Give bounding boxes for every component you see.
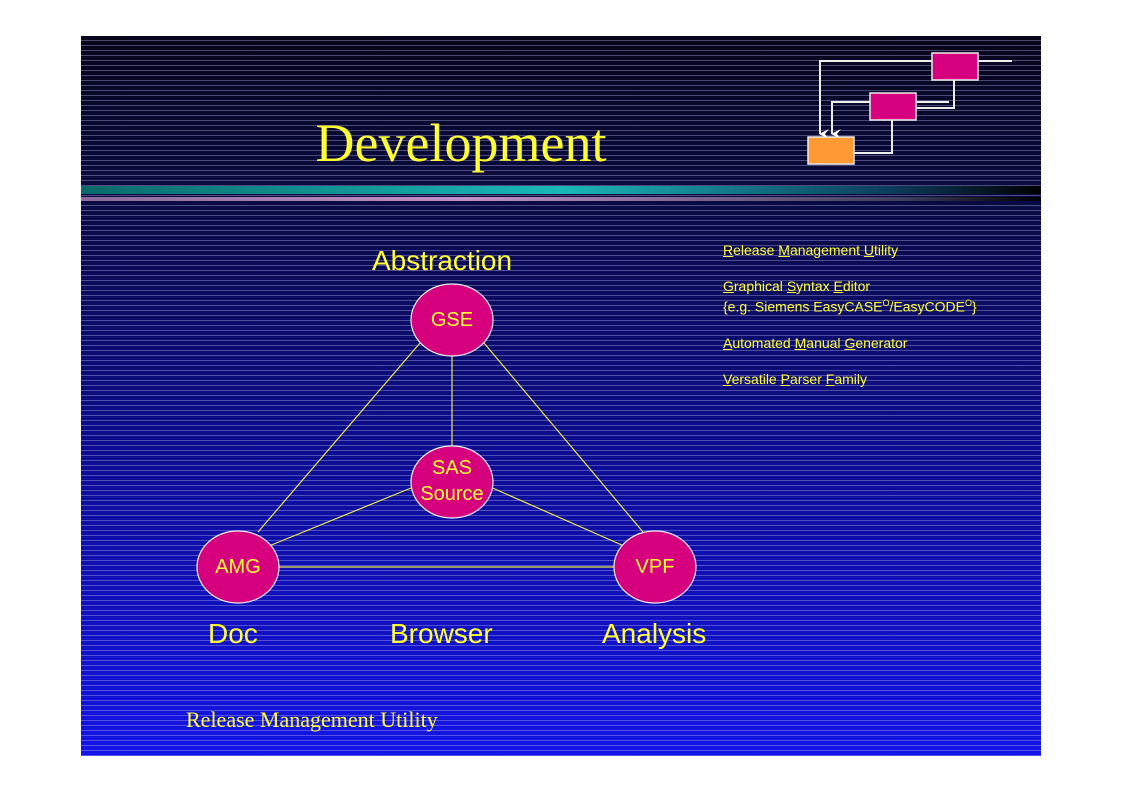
legend-word: Manual <box>794 334 841 351</box>
node-sas-label-1: SAS <box>431 457 473 479</box>
magenta-box <box>869 92 917 121</box>
legend-item-amg: Automated Manual Generator <box>723 335 977 352</box>
magenta-box <box>931 52 979 81</box>
slide-title: Development <box>315 113 607 173</box>
legend-word: Utility <box>863 242 899 258</box>
registered-mark: O <box>965 298 973 308</box>
legend-word: Graphical <box>723 278 783 294</box>
legend-word: Generator <box>844 334 908 351</box>
node-amg <box>196 530 280 604</box>
legend-word: Family <box>825 370 867 387</box>
legend-note: /EasyCODE <box>889 298 966 315</box>
acronym-legend: Release Management Utility Graphical Syn… <box>723 242 977 407</box>
legend-item-vpf: Versatile Parser Family <box>723 371 977 388</box>
node-gse <box>410 283 494 357</box>
node-vpf <box>613 530 697 604</box>
legend-word: Versatile <box>723 370 777 387</box>
node-amg-label: AMG <box>215 556 261 578</box>
label-analysis: Analysis <box>602 618 707 649</box>
slide: Development <box>81 36 1041 756</box>
legend-word: Syntax <box>786 278 830 294</box>
arrow-connector <box>916 69 955 109</box>
legend-word: Editor <box>833 278 871 294</box>
legend-word: Automated <box>723 334 791 351</box>
slide-footer: Release Management Utility <box>186 707 438 732</box>
edge-gse-vpf <box>483 342 644 533</box>
node-sas-label-2: Source <box>420 483 484 505</box>
edge-sas-vpf <box>487 485 625 547</box>
legend-word: Release <box>723 242 775 258</box>
label-browser: Browser <box>390 618 493 649</box>
process-flow-icon <box>807 52 1012 165</box>
divider-band-teal <box>81 186 1041 194</box>
legend-note: {e.g. Siemens EasyCASE <box>723 298 883 315</box>
node-gse-label: GSE <box>430 309 474 331</box>
label-abstraction: Abstraction <box>372 245 513 276</box>
registered-mark: O <box>882 298 890 308</box>
diagram-graphics <box>196 52 1012 604</box>
orange-box <box>807 136 855 165</box>
diagram-edges <box>257 342 644 568</box>
legend-word: Management <box>778 242 861 258</box>
legend-note: } <box>972 298 977 315</box>
edge-gse-amg <box>257 342 421 533</box>
legend-item-rmu: Release Management Utility <box>723 242 977 259</box>
legend-item-gse: Graphical Syntax Editor {e.g. Siemens Eas… <box>723 278 977 316</box>
label-doc: Doc <box>208 618 258 649</box>
legend-word: Parser <box>780 370 822 387</box>
arrow-connector <box>854 111 893 154</box>
node-vpf-label: VPF <box>635 556 675 578</box>
divider-band-pink <box>81 197 1041 201</box>
edge-sas-amg <box>268 485 417 547</box>
node-sas-source <box>410 445 494 519</box>
